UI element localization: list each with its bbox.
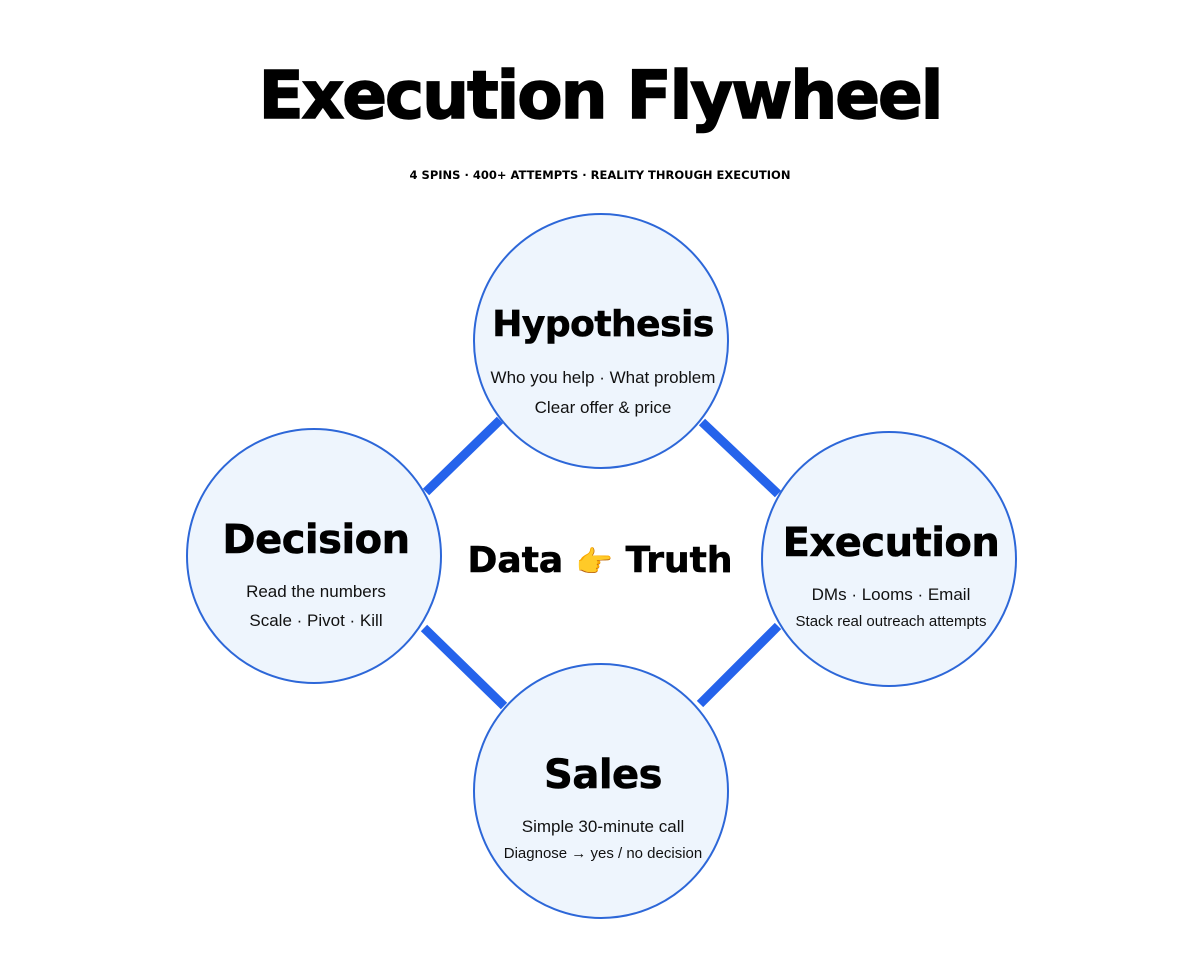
node-sales-title: Sales [544,752,663,799]
center-label-right: Truth [625,540,733,582]
center-label-left: Data [467,540,564,582]
node-hypothesis: Hypothesis Who you help · What problem C… [473,213,729,469]
diagram-subtitle: 4 SPINS · 400+ ATTEMPTS · REALITY THROUG… [409,168,791,182]
diagram-title: Execution Flywheel [258,56,944,135]
node-hypothesis-line1: Who you help · What problem [490,368,716,387]
node-sales-line1: Simple 30-minute call [521,817,685,836]
connector-sales-decision [420,624,508,710]
connector-execution-sales [696,622,782,708]
connector-decision-hypothesis [422,416,504,496]
center-label: Data 👉 Truth [450,540,750,582]
node-hypothesis-title: Hypothesis [492,304,715,346]
node-hypothesis-line2: Clear offer & price [534,398,672,417]
pointing-hand-icon: 👉 [575,545,614,580]
node-decision-title: Decision [222,517,410,564]
node-decision: Decision Read the numbers Scale · Pivot … [186,428,442,684]
node-decision-line2: Scale · Pivot · Kill [249,611,383,630]
node-sales-line2: Diagnose → yes / no decision [503,845,703,862]
node-sales: Sales Simple 30-minute call Diagnose → y… [473,663,729,919]
node-execution-title: Execution [782,520,1000,567]
node-execution: Execution DMs · Looms · Email Stack real… [761,431,1017,687]
node-execution-line2: Stack real outreach attempts [795,613,987,630]
connector-hypothesis-execution [698,418,782,498]
node-execution-line1: DMs · Looms · Email [811,585,971,604]
node-decision-line1: Read the numbers [246,582,386,601]
